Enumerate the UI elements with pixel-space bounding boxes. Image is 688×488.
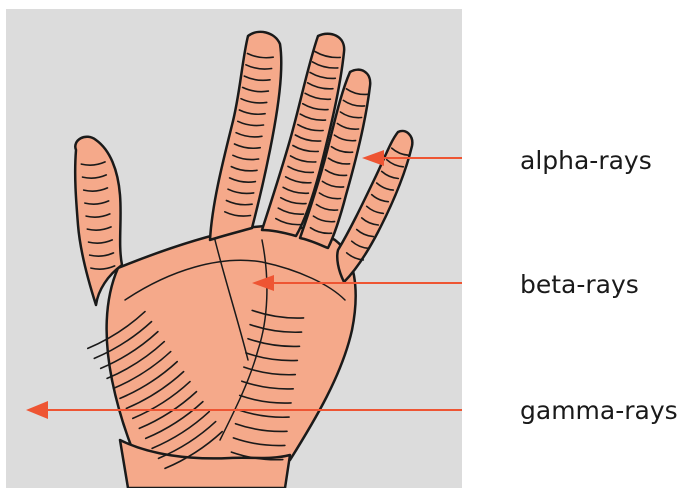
alpha-rays-label: alpha-rays [520,146,652,176]
gamma-rays-label: gamma-rays [520,396,678,426]
beta-rays-label: beta-rays [520,270,639,300]
